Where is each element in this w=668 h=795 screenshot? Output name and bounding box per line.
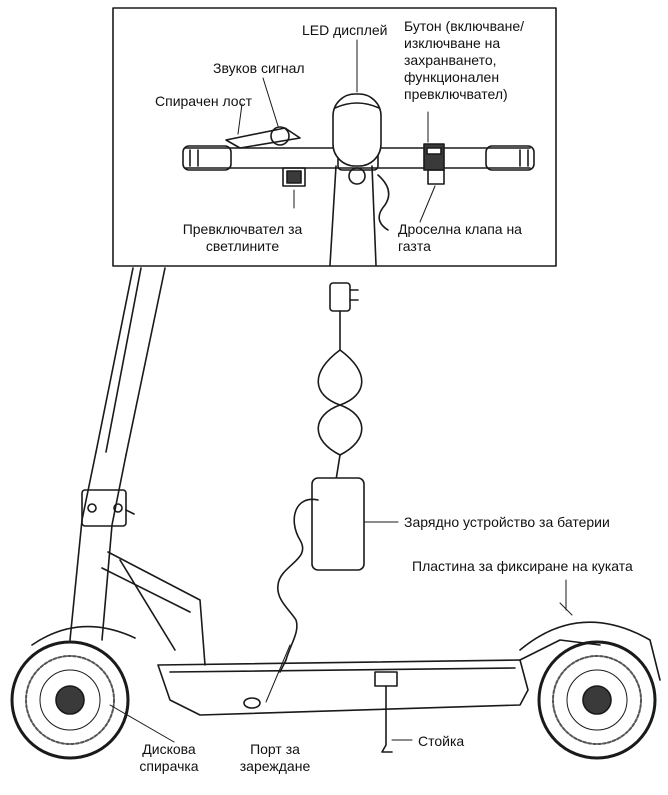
scooter-body (31, 451, 661, 753)
label-throttle: Дроселна клапа на газта (398, 221, 522, 254)
disc-brake-leader (109, 704, 175, 743)
label-horn: Звуков сигнал (213, 60, 305, 76)
label-kickstand: Стойка (418, 733, 465, 749)
label-charging-port: Порт за зареждане (239, 741, 311, 774)
handlebar-detail (182, 39, 535, 266)
front-wheel (10, 640, 130, 760)
label-hook-plate: Пластина за фиксиране на куката (412, 558, 633, 574)
label-charger: Зарядно устройство за батерии (404, 514, 610, 530)
label-disc-brake: Дискова спирачка (139, 741, 199, 774)
battery-charger-drawing (277, 282, 399, 673)
label-light-switch: Превключвател за светлините (182, 221, 303, 254)
label-brake-lever: Спирачен лост (155, 93, 253, 109)
label-power-button: Бутон (включване/ изключване на захранва… (404, 18, 525, 102)
steering-stem (95, 267, 166, 456)
charging-port-leader (265, 644, 291, 703)
label-led-display: LED дисплей (302, 22, 388, 38)
rear-wheel (537, 640, 657, 760)
